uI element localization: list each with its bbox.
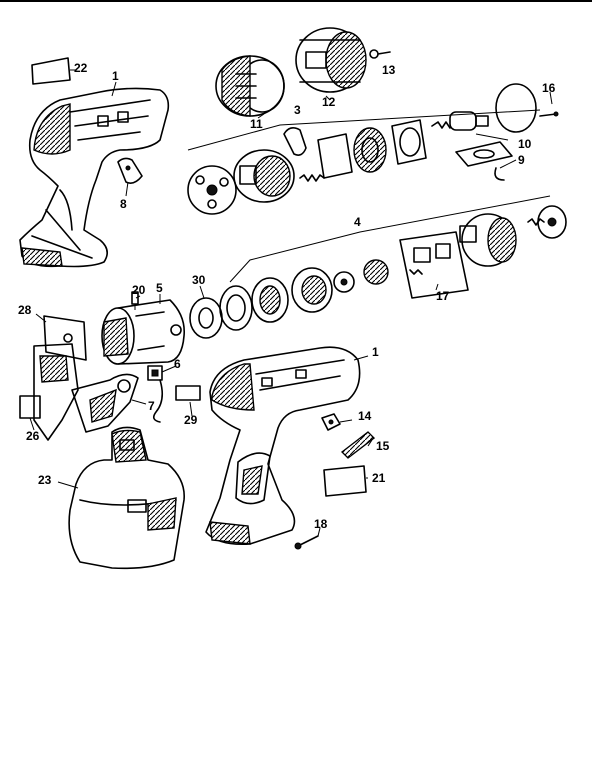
callout-13: 13 xyxy=(382,63,396,77)
callout-18: 18 xyxy=(314,517,328,531)
callout-10: 10 xyxy=(518,137,532,151)
part-12-clutch-collar xyxy=(295,27,367,93)
callout-4: 4 xyxy=(354,215,361,229)
part-13-screw xyxy=(369,49,391,59)
callout-1-lower: 1 xyxy=(372,345,379,359)
callout-5: 5 xyxy=(156,281,163,295)
callout-28: 28 xyxy=(18,303,32,317)
callout-21: 21 xyxy=(372,471,386,485)
part-10-spindle xyxy=(431,111,509,141)
part-23-battery-pack xyxy=(68,426,185,570)
callout-22: 22 xyxy=(74,61,88,75)
callout-3: 3 xyxy=(294,103,301,117)
callout-30: 30 xyxy=(192,273,206,287)
part-22-label xyxy=(31,57,76,85)
part-3-assembly-group xyxy=(187,109,541,215)
callout-12: 12 xyxy=(322,95,336,109)
callout-numbers: 22 1 11 12 13 3 16 10 9 8 4 20 5 30 28 6… xyxy=(18,61,556,531)
callout-20: 20 xyxy=(132,283,146,297)
part-9-plate xyxy=(455,141,513,181)
part-29-label xyxy=(175,385,201,401)
part-1-housing-right xyxy=(205,346,361,546)
leader-lines xyxy=(29,81,553,537)
part-8-bracket-upper xyxy=(117,157,143,184)
callout-26: 26 xyxy=(26,429,40,443)
callout-11: 11 xyxy=(250,117,263,131)
callout-8-upper: 8 xyxy=(120,197,127,211)
callout-1-upper: 1 xyxy=(112,69,119,83)
callout-29: 29 xyxy=(184,413,198,427)
callout-23: 23 xyxy=(38,473,52,487)
part-21-label xyxy=(323,465,367,497)
part-16-retaining-ring xyxy=(495,83,559,133)
part-4-gearbox-group xyxy=(229,195,567,323)
callout-14: 14 xyxy=(358,409,372,423)
part-18-screw xyxy=(294,535,319,550)
part-5-motor xyxy=(101,299,186,365)
callout-9: 9 xyxy=(518,153,525,167)
callout-17: 17 xyxy=(436,289,450,303)
part-30-washer xyxy=(189,297,223,339)
motor-flange xyxy=(219,285,253,331)
part-15-pin xyxy=(340,431,376,459)
part-6-brush-holder xyxy=(147,365,164,423)
callout-15: 15 xyxy=(376,439,390,453)
part-7-switch-assembly xyxy=(33,343,139,441)
part-14-nut xyxy=(321,413,341,431)
callout-7: 7 xyxy=(148,399,155,413)
part-1-housing-left xyxy=(19,87,170,268)
callout-16: 16 xyxy=(542,81,556,95)
callout-6: 6 xyxy=(174,357,181,371)
part-26-label xyxy=(19,395,41,419)
part-28-plate xyxy=(43,315,87,361)
part-11-gear-housing xyxy=(215,55,285,117)
